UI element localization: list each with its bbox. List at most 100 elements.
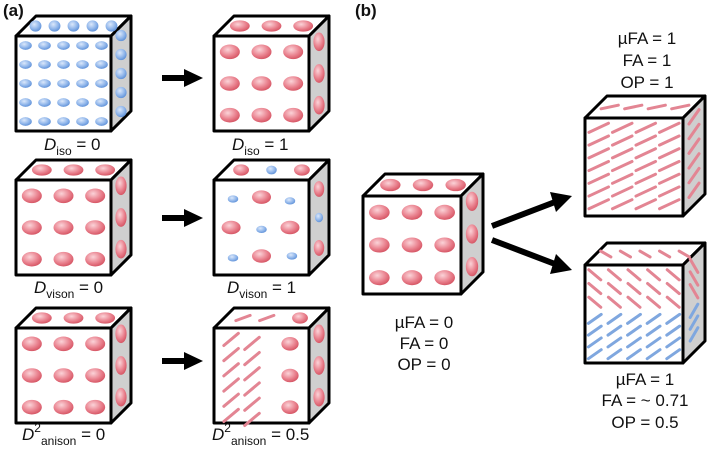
label-b-bottom-fa: FA = ~ 0.71: [602, 391, 689, 410]
blue-compartment: [48, 20, 61, 32]
cube-b-bottom-target: [583, 241, 707, 365]
red-compartment: [281, 400, 299, 414]
red-stick-compartment: [587, 121, 610, 134]
red-stick-compartment: [688, 270, 700, 287]
red-compartment: [221, 220, 241, 235]
blue-compartment: [57, 117, 70, 126]
blue-compartment: [286, 252, 298, 260]
red-stick-compartment: [634, 121, 658, 134]
blue-compartment: [115, 29, 127, 42]
blue-compartment: [256, 225, 267, 234]
blue-stick-compartment: [665, 336, 682, 349]
blue-compartment: [57, 98, 70, 107]
arrow-b-down: [490, 237, 572, 274]
red-compartment: [313, 32, 325, 52]
red-stick-compartment: [243, 411, 261, 428]
red-compartment: [412, 178, 434, 192]
red-stick-compartment: [243, 350, 261, 367]
red-compartment: [261, 20, 282, 32]
cube-side-compartments: [115, 176, 127, 259]
red-compartment: [21, 251, 42, 267]
red-compartment: [281, 337, 299, 351]
red-compartment: [369, 237, 390, 253]
blue-stick-compartment: [645, 312, 662, 325]
red-compartment: [85, 188, 106, 204]
blue-compartment: [38, 117, 51, 126]
red-compartment: [434, 204, 455, 220]
blue-stick-compartment: [606, 348, 623, 361]
red-compartment: [85, 399, 106, 415]
red-stick-compartment: [665, 281, 681, 296]
blue-compartment: [105, 20, 118, 32]
label-vison-0: Dvison = 0: [34, 278, 103, 301]
red-compartment: [293, 164, 310, 176]
red-stick-compartment: [688, 257, 700, 274]
blue-compartment: [76, 117, 89, 126]
cube-top-compartments: [599, 103, 691, 111]
cube-top-compartments: [234, 312, 308, 324]
blue-compartment: [95, 41, 108, 50]
red-stick-compartment: [243, 396, 261, 412]
red-compartment: [465, 257, 479, 277]
label-iso-0: Diso = 0: [44, 135, 100, 158]
blue-stick-compartment: [586, 324, 603, 337]
blue-compartment: [266, 165, 277, 175]
cube-compartments: [222, 331, 299, 428]
red-compartment: [53, 220, 74, 235]
red-compartment: [53, 336, 74, 352]
red-stick-compartment: [610, 147, 634, 160]
red-stick-compartment: [634, 147, 658, 160]
blue-compartment: [315, 212, 323, 223]
red-stick-compartment: [243, 335, 261, 352]
red-stick-compartment: [634, 172, 658, 185]
blue-compartment: [19, 60, 32, 69]
red-stick-compartment: [646, 295, 662, 309]
red-stick-compartment: [606, 268, 622, 282]
red-compartment: [53, 251, 74, 267]
red-compartment: [21, 399, 42, 415]
label-b-bottom-mufa: µFA = 1: [616, 370, 674, 389]
red-compartment: [251, 76, 272, 91]
label-b-source-fa: FA = 0: [400, 334, 449, 353]
blue-stick-compartment: [626, 312, 642, 325]
cube-side-compartments: [688, 257, 700, 343]
blue-compartment: [95, 79, 108, 88]
panel-label-b: (b): [355, 1, 377, 20]
red-compartment: [233, 164, 250, 176]
blue-compartment: [76, 79, 89, 88]
label-b-source-op: OP = 0: [397, 355, 450, 374]
red-compartment: [434, 237, 455, 253]
blue-stick-compartment: [688, 314, 700, 331]
cube-top-compartments: [31, 312, 116, 324]
blue-stick-compartment: [665, 348, 682, 361]
red-compartment: [313, 181, 325, 197]
blue-stick-compartment: [626, 348, 642, 361]
blue-stick-compartment: [606, 324, 623, 337]
red-stick-compartment: [587, 147, 610, 160]
red-stick-compartment: [222, 362, 240, 378]
red-compartment: [313, 387, 325, 407]
red-stick-compartment: [687, 122, 701, 141]
blue-compartment: [115, 86, 127, 99]
red-compartment: [95, 164, 116, 176]
red-compartment: [465, 224, 479, 244]
red-stick-compartment: [677, 249, 691, 259]
blue-compartment: [57, 60, 70, 69]
label-b-top-op: OP = 1: [620, 73, 673, 92]
cube-side-compartments: [465, 191, 479, 277]
red-compartment: [115, 176, 127, 196]
blue-stick-compartment: [665, 312, 682, 325]
red-stick-compartment: [234, 313, 252, 323]
cube-vison-0: [14, 158, 133, 277]
red-stick-compartment: [658, 159, 681, 173]
cube-side-face: [681, 94, 707, 218]
red-stick-compartment: [222, 392, 240, 408]
red-compartment: [401, 204, 423, 220]
red-stick-compartment: [687, 181, 701, 200]
label-b-source: µFA = 0 FA = 0 OP = 0: [395, 313, 453, 374]
red-compartment: [369, 270, 390, 286]
red-compartment: [281, 368, 299, 383]
red-compartment: [465, 191, 479, 211]
red-compartment: [63, 164, 84, 176]
